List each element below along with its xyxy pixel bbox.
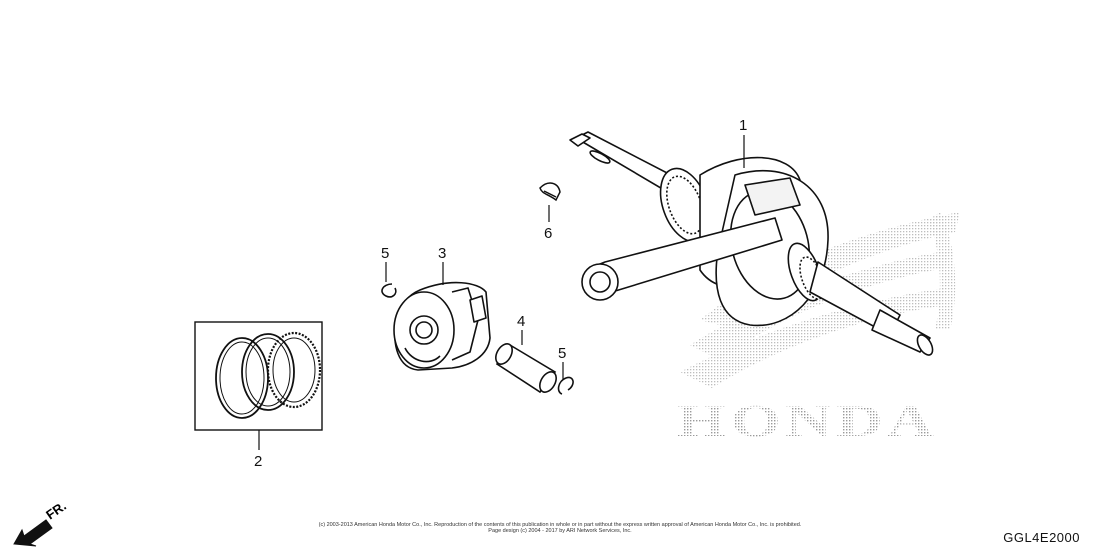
front-label: FR. [43,498,69,522]
piston-ring-set-part[interactable] [194,321,323,431]
callout-4[interactable]: 4 [517,313,525,330]
callout-5-left[interactable]: 5 [381,245,389,262]
woodruff-key-part[interactable] [539,182,561,202]
callout-2[interactable]: 2 [254,453,262,470]
ring-set-frame [194,321,323,431]
crankshaft-part[interactable] [569,131,936,358]
piston-pin-clip-right[interactable] [557,376,574,395]
piston-pin-clip-left[interactable] [381,283,397,298]
callout-5-right[interactable]: 5 [558,345,566,362]
piston-pin-part[interactable] [492,341,559,395]
callout-6[interactable]: 6 [544,225,552,242]
leader-lines [258,135,745,450]
diagram-code: GGL4E2000 [1003,530,1080,545]
copyright-line-2: Page design (c) 2004 - 2017 by ARI Netwo… [488,528,632,534]
arrow-icon [13,519,53,547]
honda-watermark-text: HONDA [676,395,938,446]
callout-3[interactable]: 3 [438,245,446,262]
callout-1[interactable]: 1 [739,117,747,134]
copyright-line-1: (c) 2003-2013 American Honda Motor Co., … [318,522,802,528]
piston-part[interactable] [393,281,491,371]
front-direction-arrow: FR. [13,498,69,547]
